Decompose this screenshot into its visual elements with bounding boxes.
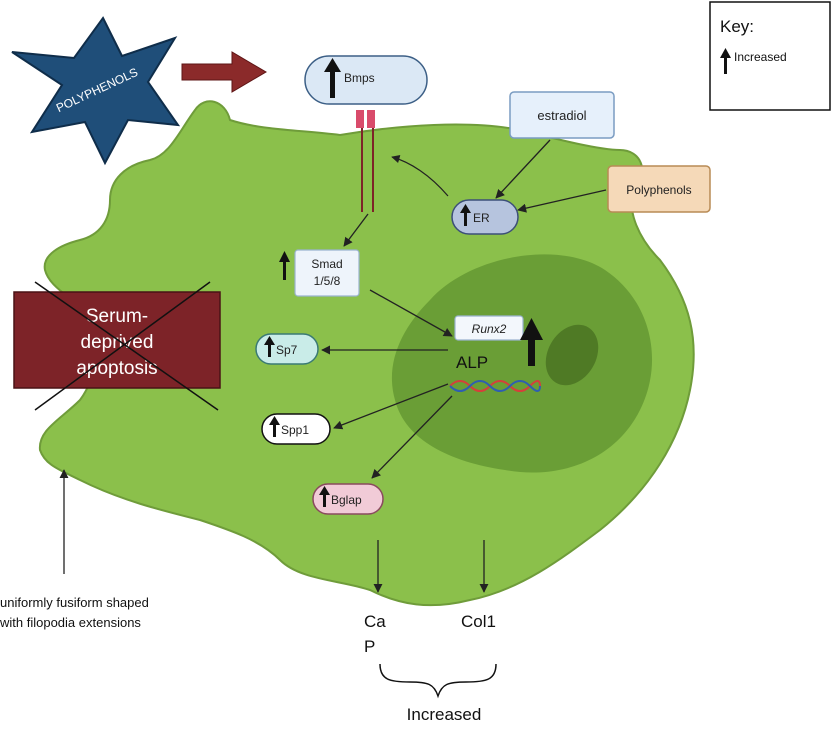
er-pill (451, 199, 519, 235)
runx2-label: Runx2 (472, 322, 507, 336)
polyphenols-star (11, 16, 181, 166)
estradiol-box (509, 91, 615, 139)
runx2-up-arrow-icon (528, 336, 535, 366)
spp1-up-arrow-icon (273, 423, 276, 437)
spp1-label: Spp1 (281, 423, 309, 437)
cap-label-line1: Ca (364, 612, 386, 631)
sp7-up-arrow-icon (268, 343, 271, 357)
smad-up-arrow-icon (283, 258, 286, 280)
sp7-label: Sp7 (276, 343, 298, 357)
bracket-increased-label: Increased (407, 705, 482, 724)
nucleolus (545, 324, 599, 386)
bmps-label: Bmps (344, 71, 375, 85)
increased-bracket (379, 663, 497, 699)
key-title: Key: (720, 17, 754, 36)
bglap-pill (312, 483, 384, 515)
cap-label-line2: P (364, 637, 375, 656)
polyphenols-box-label: Polyphenols (626, 183, 691, 197)
smad-up-arrow-head-icon (279, 251, 290, 262)
sp7-up-arrow-head-icon (264, 336, 275, 345)
key-up-arrow-icon (724, 56, 727, 74)
er-label: ER (473, 211, 490, 225)
bglap-up-arrow-icon (323, 493, 326, 507)
trigger-arrow (181, 51, 267, 93)
er-up-arrow-head-icon (460, 204, 471, 213)
alp-label: ALP (456, 353, 488, 372)
arrow-estradiol-to-er (495, 139, 551, 199)
estradiol-label: estradiol (537, 108, 586, 123)
key-increased-label: Increased (734, 50, 787, 64)
arrow-dna-to-bglap (371, 395, 453, 479)
bmps-up-arrow-icon (330, 68, 335, 98)
bglap-up-arrow-head-icon (319, 486, 330, 495)
arrow-er-to-receptor (391, 154, 449, 197)
arrow-dna-to-spp1 (333, 383, 449, 430)
runx2-box (454, 315, 524, 341)
polyphenols-box (607, 165, 711, 213)
dna-strand-blue (449, 380, 541, 392)
receptor-right (367, 110, 375, 128)
receptor-left (356, 110, 364, 128)
arrow-smad-to-runx2 (369, 289, 453, 337)
nucleus (391, 254, 653, 473)
smad-box (294, 249, 360, 297)
apoptosis-cross-1 (34, 281, 219, 411)
runx2-up-arrow-head-icon (520, 318, 543, 340)
spp1-pill (261, 413, 331, 445)
smad-label-line1: Smad (311, 257, 342, 271)
arrow-polyphenols-to-er (517, 189, 607, 213)
morphology-line2: with filopodia extensions (0, 615, 141, 630)
er-up-arrow-icon (464, 211, 467, 226)
apoptosis-cross-2 (34, 281, 211, 411)
smad-label-line2: 1/5/8 (314, 274, 341, 288)
apoptosis-line3: apoptosis (76, 358, 157, 379)
col1-label: Col1 (461, 612, 496, 631)
morphology-line1: uniformly fusiform shaped (0, 595, 149, 610)
bmps-up-arrow-head-icon (324, 58, 341, 72)
bglap-label: Bglap (331, 493, 362, 507)
key-up-arrow-head-icon (720, 48, 731, 58)
dna-strand-red (449, 380, 541, 392)
arrow-receptor-to-smad (343, 213, 369, 247)
key-box (709, 1, 831, 111)
spp1-up-arrow-head-icon (269, 416, 280, 425)
apoptosis-line1: Serum- (86, 306, 148, 327)
